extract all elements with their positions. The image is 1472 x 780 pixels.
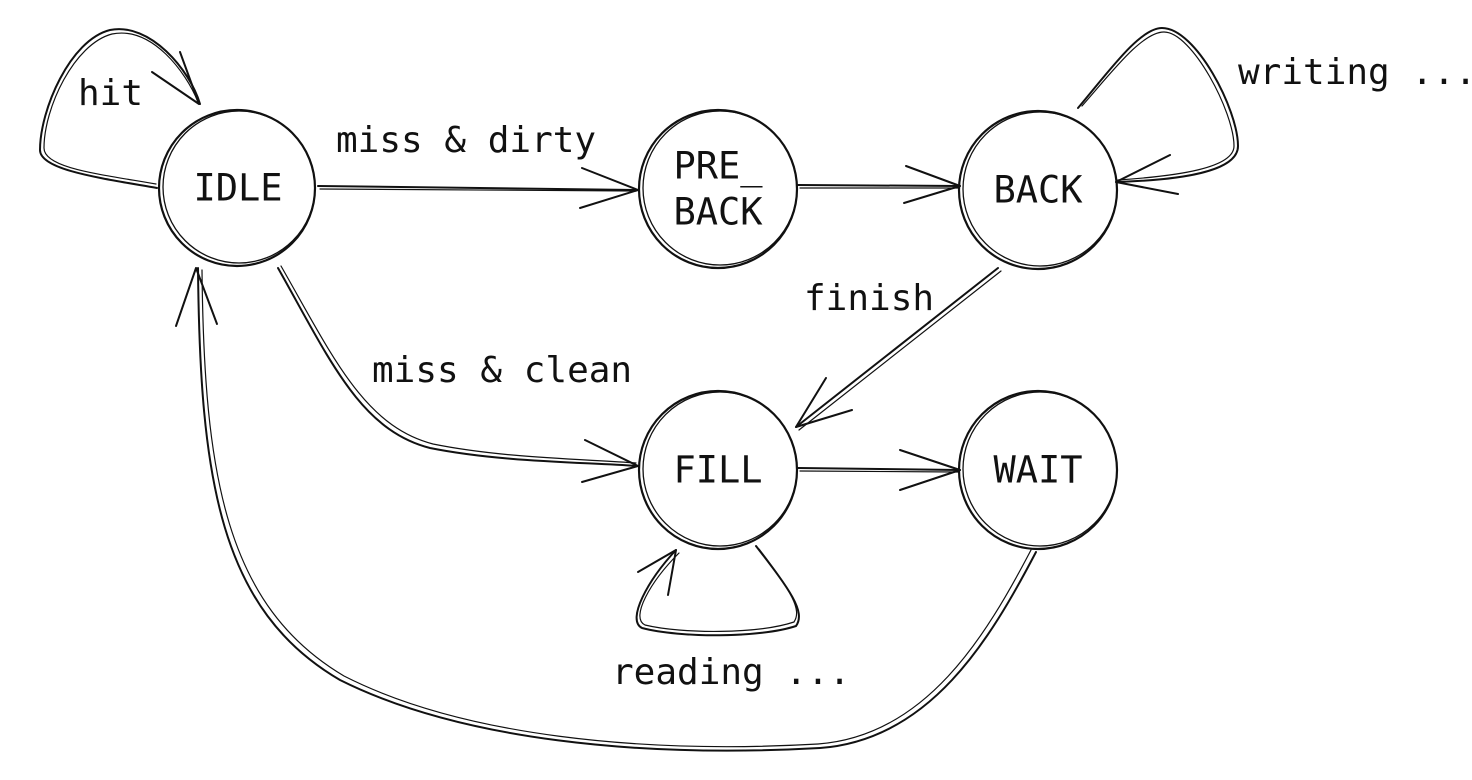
state-label-fill: FILL [673,449,762,492]
edge-label-miss-clean: miss & clean [372,350,632,391]
state-node-pre-back: PRE_ BACK [637,108,799,270]
edge-wait-to-idle [175,267,1037,752]
edge-fill-to-wait [797,449,961,491]
edge-fill-self [635,545,800,637]
state-label-pre-back-line1: PRE_ [673,145,763,189]
state-label-idle: IDLE [193,167,282,210]
edge-back-self [1077,27,1239,195]
edge-label-hit: hit [78,73,143,114]
edge-pre-back-to-back [797,165,961,204]
state-label-wait: WAIT [993,449,1082,492]
edge-idle-to-fill [277,265,639,483]
state-label-pre-back-line2: BACK [673,191,763,234]
edge-label-reading: reading ... [612,652,850,693]
state-node-fill: FILL [637,389,799,551]
state-node-back: BACK [957,109,1119,271]
edge-label-writing: writing ... [1238,52,1472,93]
edge-idle-to-pre-back [317,167,639,209]
state-node-wait: WAIT [957,389,1119,551]
edge-back-to-fill [795,267,1002,431]
edge-label-finish: finish [804,278,934,319]
edge-label-miss-dirty: miss & dirty [336,120,596,161]
state-label-back: BACK [993,169,1083,212]
edge-idle-self [39,28,201,189]
state-node-idle: IDLE [157,108,317,268]
